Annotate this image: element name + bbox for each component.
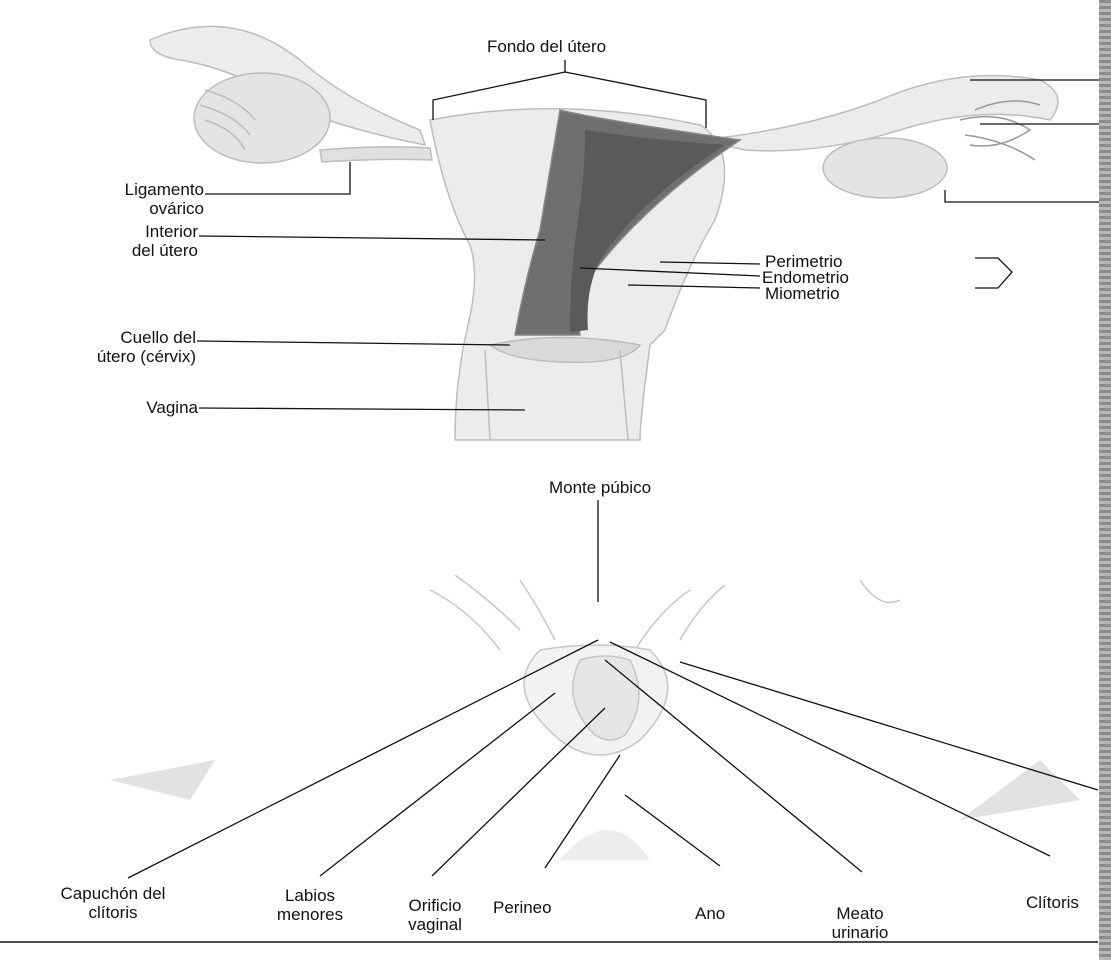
pubic-curves [430,575,900,650]
right-bracket [975,258,1012,288]
label-capuchon: Capuchón del clítoris [28,884,198,922]
label-vagina: Vagina [100,398,198,417]
label-ano: Ano [695,904,725,923]
thigh-shading-left [110,760,215,800]
label-labios: Labios menores [255,886,365,924]
right-edge-leader [680,662,1098,790]
label-fondo: Fondo del útero [487,37,606,56]
left-ovary [194,73,330,163]
clitoris-leader [610,642,1050,856]
labios-leader [320,693,555,876]
scan-edge [1099,0,1111,960]
label-monte: Monte púbico [520,478,680,497]
meato-leader [605,660,862,872]
right-ovary [823,138,947,198]
label-meato: Meato urinario [800,904,920,942]
cuello-leader [197,341,510,345]
label-cuello: Cuello del útero (cérvix) [62,328,196,366]
label-orificio: Orificio vaginal [385,896,485,934]
thigh-shading-right [960,760,1080,820]
label-interior: Interior del útero [70,222,198,260]
uterus-illustration [150,26,1058,440]
label-clitoris: Clítoris [1026,893,1079,912]
buttock-shading [560,830,650,860]
label-miometrio: Miometrio [765,284,840,303]
left-ligament [320,147,432,162]
label-ligamento: Ligamento ovárico [72,180,204,218]
ligamento-leader [205,162,350,194]
label-perineo: Perineo [493,898,552,917]
